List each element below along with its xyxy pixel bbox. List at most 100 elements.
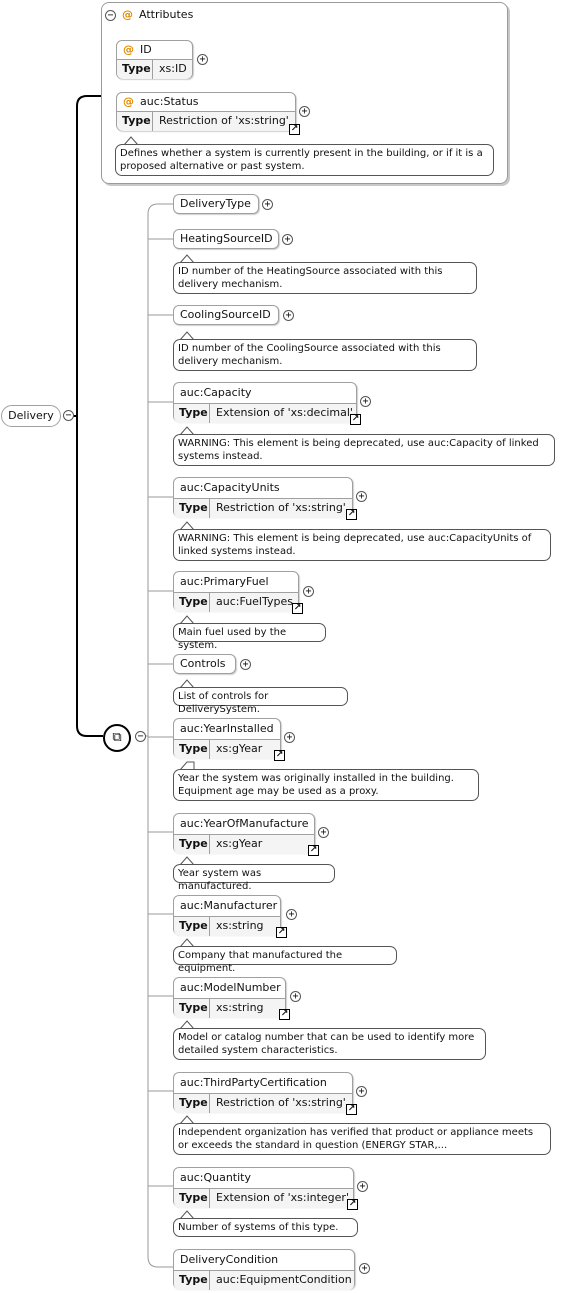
root-element-delivery[interactable]: Delivery — [1, 405, 61, 427]
expand-icon[interactable]: + — [360, 396, 371, 407]
element-documentation: Year system was manufactured. — [173, 864, 335, 892]
element-auc-model-number[interactable]: auc:ModelNumber Type xs:string — [173, 977, 286, 1018]
connector-to-attributes — [67, 95, 101, 417]
element-delivery-type[interactable]: DeliveryType — [173, 194, 259, 214]
type-value: xs:string — [216, 919, 264, 932]
attribute-name: auc:Status — [140, 95, 199, 108]
element-documentation: Number of systems of this type. — [173, 1218, 358, 1237]
element-name: auc:PrimaryFuel — [180, 575, 269, 588]
element-documentation: Year the system was originally installed… — [173, 769, 479, 801]
expand-icon[interactable]: + — [282, 234, 293, 245]
element-auc-capacity[interactable]: auc:Capacity Type Extension of 'xs:decima… — [173, 382, 357, 423]
type-key: Type — [174, 1271, 210, 1290]
arrow-link-icon[interactable]: ↗ — [289, 124, 300, 135]
expand-icon[interactable]: + — [318, 827, 329, 838]
element-name: HeatingSourceID — [180, 232, 273, 245]
type-key: Type — [174, 835, 210, 854]
arrow-link-icon[interactable]: ↗ — [274, 750, 285, 761]
attributes-group — [101, 2, 508, 184]
element-name: auc:Manufacturer — [180, 899, 278, 912]
collapse-attributes-icon[interactable]: − — [105, 10, 116, 21]
type-key: Type — [174, 499, 210, 518]
element-name: auc:ModelNumber — [180, 981, 281, 994]
element-documentation: Company that manufactured the equipment. — [173, 946, 397, 974]
expand-icon[interactable]: + — [299, 106, 310, 117]
arrow-link-icon[interactable]: ↗ — [279, 1009, 290, 1020]
type-key: Type — [117, 112, 153, 131]
attribute-at-icon: @ — [123, 95, 134, 108]
expand-icon[interactable]: + — [356, 1086, 367, 1097]
expand-icon[interactable]: + — [284, 732, 295, 743]
element-name: DeliveryType — [180, 197, 251, 210]
arrow-link-icon[interactable]: ↗ — [346, 509, 357, 520]
arrow-link-icon[interactable]: ↗ — [350, 414, 361, 425]
type-value: Restriction of 'xs:string' — [159, 114, 289, 127]
type-key: Type — [174, 917, 210, 936]
type-key: Type — [117, 60, 153, 79]
attributes-header: @ Attributes — [122, 7, 193, 23]
type-value: Extension of 'xs:decimal' — [216, 406, 353, 419]
expand-icon[interactable]: + — [359, 1263, 370, 1274]
arrow-link-icon[interactable]: ↗ — [347, 1199, 358, 1210]
type-value: auc:EquipmentCondition — [216, 1273, 352, 1286]
expand-icon[interactable]: + — [197, 54, 208, 65]
element-name: auc:YearOfManufacture — [180, 817, 309, 830]
element-name: DeliveryCondition — [180, 1253, 279, 1266]
type-key: Type — [174, 999, 210, 1018]
arrow-link-icon[interactable]: ↗ — [292, 603, 303, 614]
expand-icon[interactable]: + — [290, 991, 301, 1002]
expand-icon[interactable]: + — [356, 491, 367, 502]
type-value: Restriction of 'xs:string' — [216, 501, 346, 514]
attribute-documentation: Defines whether a system is currently pr… — [115, 144, 494, 176]
attributes-title: Attributes — [139, 8, 194, 21]
expand-icon[interactable]: + — [240, 659, 251, 670]
type-key: Type — [174, 740, 210, 759]
type-value: Restriction of 'xs:string' — [216, 1096, 346, 1109]
element-documentation: ID number of the CoolingSource associate… — [173, 339, 477, 371]
attribute-at-icon: @ — [122, 8, 133, 21]
element-documentation: Independent organization has verified th… — [173, 1123, 551, 1155]
arrow-link-icon[interactable]: ↗ — [308, 845, 319, 856]
sequence-compositor-icon[interactable]: ⧉ — [103, 724, 131, 752]
expand-icon[interactable]: + — [283, 310, 294, 321]
element-auc-manufacturer[interactable]: auc:Manufacturer Type xs:string — [173, 895, 281, 936]
element-name: auc:CapacityUnits — [180, 481, 280, 494]
element-cooling-source-id[interactable]: CoolingSourceID — [173, 305, 279, 325]
type-value: auc:FuelTypes — [216, 595, 293, 608]
element-name: auc:Quantity — [180, 1171, 252, 1184]
element-controls[interactable]: Controls — [173, 654, 236, 674]
element-documentation: WARNING: This element is being deprecate… — [173, 434, 555, 466]
expand-icon[interactable]: + — [357, 1181, 368, 1192]
attribute-auc-status[interactable]: @ auc:Status Type Restriction of 'xs:strin… — [116, 92, 296, 131]
collapse-sequence-icon[interactable]: − — [135, 731, 146, 742]
collapse-icon[interactable]: − — [63, 410, 74, 421]
element-name: auc:Capacity — [180, 386, 252, 399]
expand-icon[interactable]: + — [303, 586, 314, 597]
type-value: Extension of 'xs:integer' — [216, 1191, 349, 1204]
type-value: xs:gYear — [216, 742, 263, 755]
expand-icon[interactable]: + — [262, 199, 273, 210]
element-name: auc:YearInstalled — [180, 722, 274, 735]
type-key: Type — [174, 404, 210, 423]
arrow-link-icon[interactable]: ↗ — [346, 1104, 357, 1115]
element-heating-source-id[interactable]: HeatingSourceID — [173, 229, 279, 249]
element-documentation: Model or catalog number that can be used… — [173, 1028, 486, 1060]
element-delivery-condition[interactable]: DeliveryCondition Type auc:EquipmentCondi… — [173, 1249, 355, 1290]
element-documentation: List of controls for DeliverySystem. — [173, 687, 348, 715]
element-auc-capacity-units[interactable]: auc:CapacityUnits Type Restriction of 'xs… — [173, 477, 353, 518]
type-value: xs:string — [216, 1001, 264, 1014]
root-element-label: Delivery — [8, 409, 54, 422]
element-name: auc:ThirdPartyCertification — [180, 1076, 327, 1089]
arrow-link-icon[interactable]: ↗ — [276, 927, 287, 938]
element-auc-year-installed[interactable]: auc:YearInstalled Type xs:gYear — [173, 718, 281, 759]
type-value: xs:ID — [159, 62, 187, 75]
element-documentation: ID number of the HeatingSource associate… — [173, 262, 477, 294]
expand-icon[interactable]: + — [286, 909, 297, 920]
attribute-at-icon: @ — [123, 43, 134, 56]
